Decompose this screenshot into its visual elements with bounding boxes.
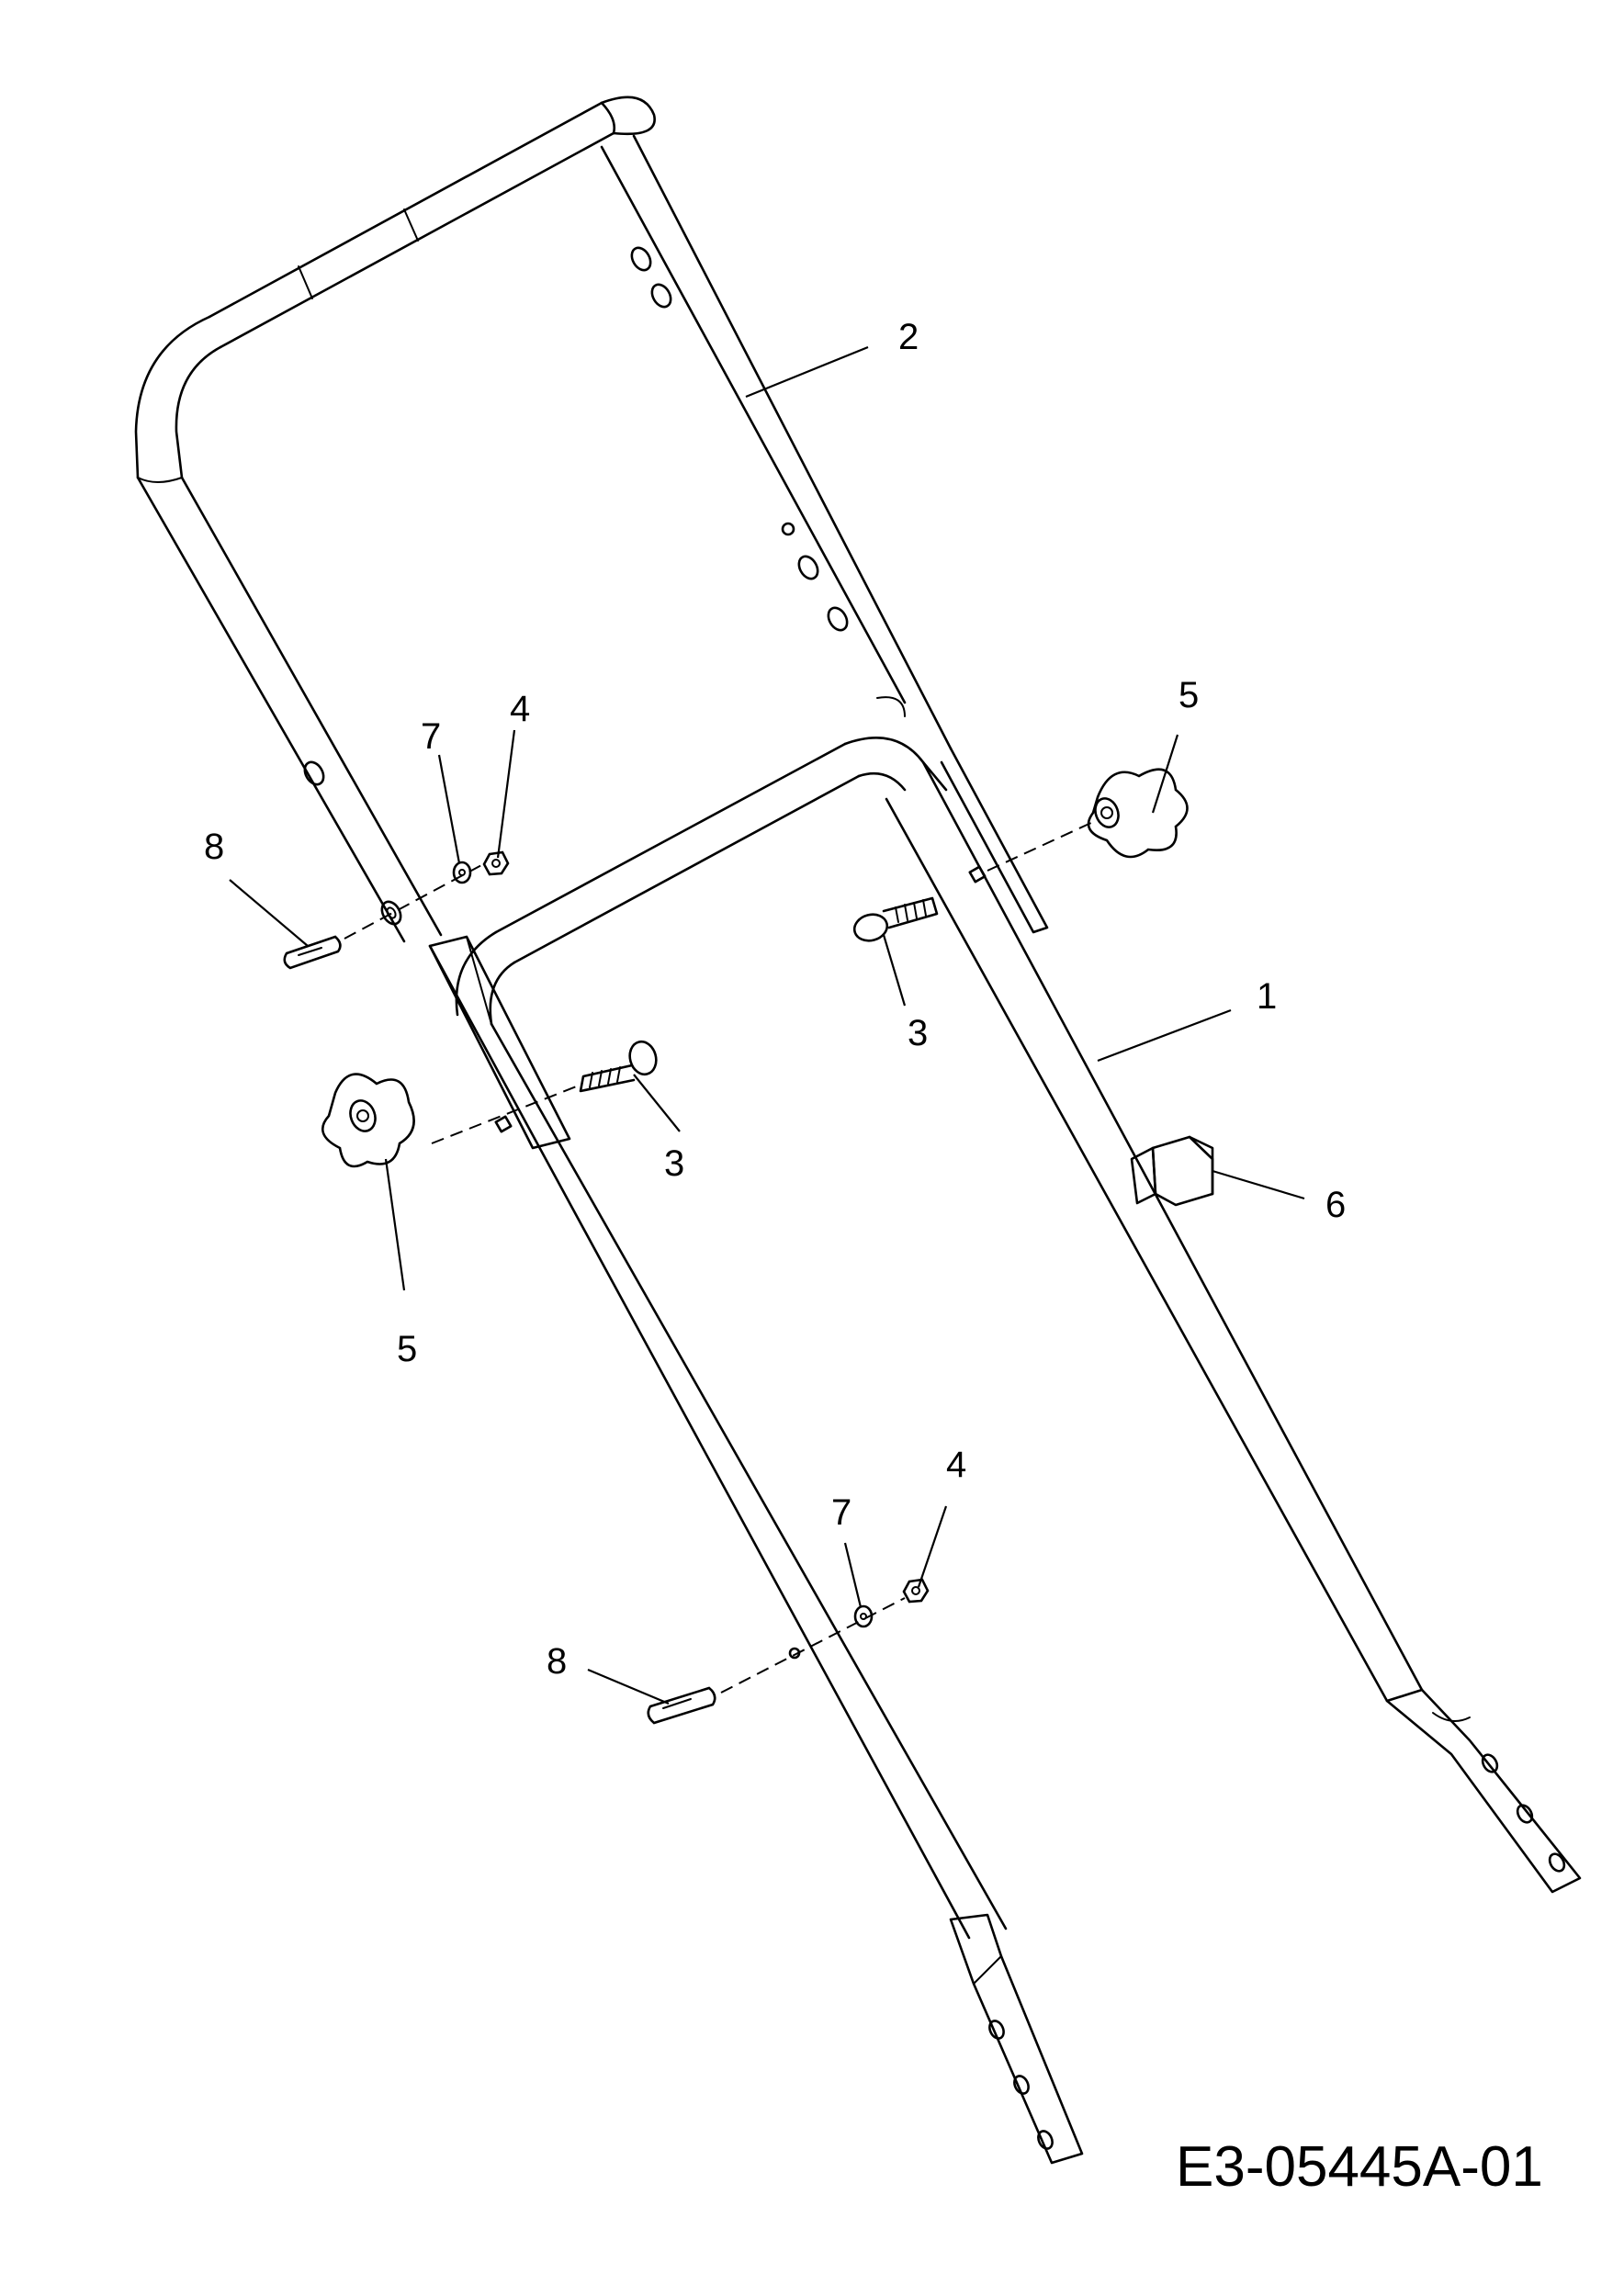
callout-6: 6 xyxy=(1325,1185,1346,1225)
drawing-code: E3-05445A-01 xyxy=(1176,2135,1543,2199)
leader-lines xyxy=(229,345,1305,1705)
callout-7-upper: 7 xyxy=(421,716,441,757)
carriage-bolt-lower xyxy=(579,1040,658,1093)
pin-upper xyxy=(283,935,342,970)
callout-3-lower: 3 xyxy=(664,1143,684,1184)
washer-lower xyxy=(853,1604,874,1628)
callout-1: 1 xyxy=(1257,976,1277,1017)
callout-8-lower: 8 xyxy=(547,1641,567,1682)
assembly-line-upper-pin xyxy=(344,862,486,940)
pin-lower xyxy=(647,1686,716,1725)
upper-handle xyxy=(134,96,953,943)
callout-4-lower: 4 xyxy=(946,1445,966,1485)
callout-5-right: 5 xyxy=(1179,675,1199,715)
nut-lower xyxy=(902,1578,930,1604)
carriage-bolt-upper xyxy=(852,896,939,942)
assembly-line-lower-pin xyxy=(720,1597,906,1694)
nut-upper xyxy=(482,850,510,876)
callout-7-lower: 7 xyxy=(831,1492,851,1533)
callout-5-left: 5 xyxy=(397,1329,417,1369)
callout-8-upper: 8 xyxy=(204,827,224,867)
assembly-line-left-knob xyxy=(431,1085,580,1144)
cable-clip xyxy=(1130,1135,1214,1207)
callout-4-upper: 4 xyxy=(510,689,530,729)
lower-handle xyxy=(428,737,1582,2165)
star-knob-left xyxy=(321,1073,415,1168)
callout-2: 2 xyxy=(898,317,919,357)
star-knob-right xyxy=(1087,768,1189,859)
callout-3-upper: 3 xyxy=(908,1013,928,1053)
